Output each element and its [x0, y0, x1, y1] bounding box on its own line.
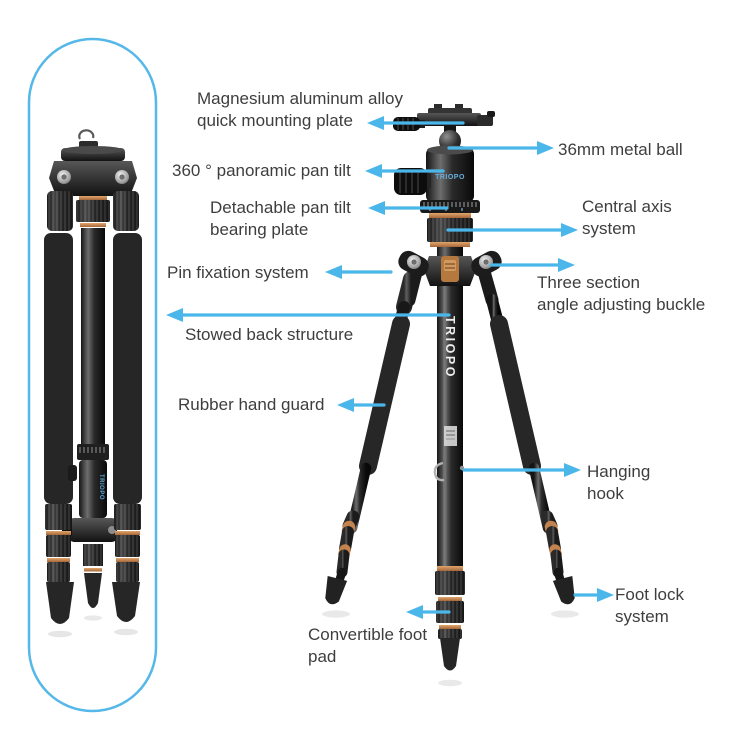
head-housing	[426, 148, 474, 202]
arrow-panoramic-pan-tilt	[365, 164, 445, 178]
callout-panoramic-pan-tilt: 360 ° panoramic pan tilt	[172, 160, 351, 182]
ball-lock-knob	[394, 168, 427, 195]
shoulder-assembly	[398, 213, 502, 286]
folded-tripod: TRIOPO	[44, 129, 142, 638]
callout-three-section-buckle: Three section angle adjusting buckle	[537, 272, 705, 316]
hanging-hook-part	[433, 461, 445, 482]
arrow-three-section-buckle	[489, 258, 575, 272]
callout-line: Hanging	[587, 462, 651, 481]
callout-line: bearing plate	[210, 220, 309, 239]
arrow-bearing-plate	[368, 201, 449, 215]
leg-right	[476, 261, 575, 605]
folded-leg-locks-right	[112, 504, 141, 622]
callout-line: hook	[587, 484, 624, 503]
callout-central-axis: Central axis system	[582, 196, 672, 240]
column-brand-text: TRIOPO	[443, 316, 457, 379]
folded-foam-right	[113, 233, 142, 504]
arrow-rubber-hand-guard	[337, 398, 386, 412]
arrow-convertible-foot-pad	[406, 605, 451, 619]
callout-line: 36mm metal ball	[558, 140, 683, 159]
arrow-central-axis	[446, 223, 578, 237]
folded-center-column	[81, 228, 105, 450]
callout-line: Detachable pan tilt	[210, 198, 351, 217]
stowed-panel: TRIOPO	[27, 37, 158, 713]
arrow-stowed-back	[166, 308, 451, 322]
arrow-foot-lock	[573, 588, 614, 602]
callout-metal-ball: 36mm metal ball	[558, 139, 683, 161]
plate-latch	[477, 115, 493, 126]
callout-arrows	[166, 116, 614, 619]
foot-right	[552, 575, 575, 605]
callout-line: Stowed back structure	[185, 325, 354, 344]
folded-center-foot	[84, 573, 102, 608]
standing-tripod: TRIOPO	[322, 104, 579, 687]
callout-hanging-hook: Hanging hook	[587, 461, 650, 505]
pan-base-ring	[420, 200, 480, 213]
folded-brand-text: TRIOPO	[98, 474, 104, 500]
callout-rubber-hand-guard: Rubber hand guard	[178, 394, 325, 416]
callout-line: Three section	[537, 273, 640, 292]
callout-foot-lock: Foot lock system	[615, 584, 684, 628]
callout-line: Central axis	[582, 197, 672, 216]
callout-line: system	[615, 607, 669, 626]
callout-pin-fixation: Pin fixation system	[167, 262, 309, 284]
folded-leg-locks-left	[45, 504, 74, 624]
head-brand-text: TRIOPO	[435, 174, 465, 181]
folded-foot-left	[46, 582, 74, 624]
callout-line: system	[582, 219, 636, 238]
folded-ball-head: TRIOPO	[62, 444, 117, 608]
center-foot-pad	[440, 638, 460, 671]
callout-convertible-foot-pad: Convertible foot pad	[308, 624, 427, 668]
folded-shoulder	[49, 161, 137, 196]
callout-line: Convertible foot	[308, 625, 428, 644]
folded-foam-left	[44, 233, 73, 504]
callout-line: angle adjusting buckle	[537, 295, 706, 314]
arrow-quick-mounting-plate	[367, 116, 465, 130]
column-spec-label	[444, 426, 457, 446]
callout-bearing-plate: Detachable pan tilt bearing plate	[210, 197, 351, 241]
foot-left	[325, 575, 348, 605]
foam-grip-right	[490, 315, 541, 475]
callout-line: Magnesium aluminum alloy	[197, 89, 403, 108]
leg-left	[325, 261, 424, 605]
arrow-pin-fixation	[325, 265, 393, 279]
folded-qr-clamp	[69, 518, 117, 542]
arrow-metal-ball	[447, 141, 554, 155]
folded-foot-right	[112, 582, 140, 622]
callout-line: Pin fixation system	[167, 263, 309, 282]
foam-grip-left	[359, 315, 410, 475]
callout-line: 360 ° panoramic pan tilt	[172, 161, 351, 180]
callout-line: pad	[308, 647, 337, 666]
center-column: TRIOPO	[433, 284, 465, 671]
arrow-hanging-hook	[462, 463, 581, 477]
callout-line: Rubber hand guard	[178, 395, 325, 414]
callout-line: Foot lock	[615, 585, 684, 604]
d-ring-screw	[78, 129, 95, 140]
callout-line: quick mounting plate	[197, 111, 353, 130]
ball-head: TRIOPO	[393, 104, 495, 213]
callout-stowed-back: Stowed back structure	[185, 324, 353, 346]
callout-quick-mounting-plate: Magnesium aluminum alloy quick mounting …	[197, 88, 403, 132]
